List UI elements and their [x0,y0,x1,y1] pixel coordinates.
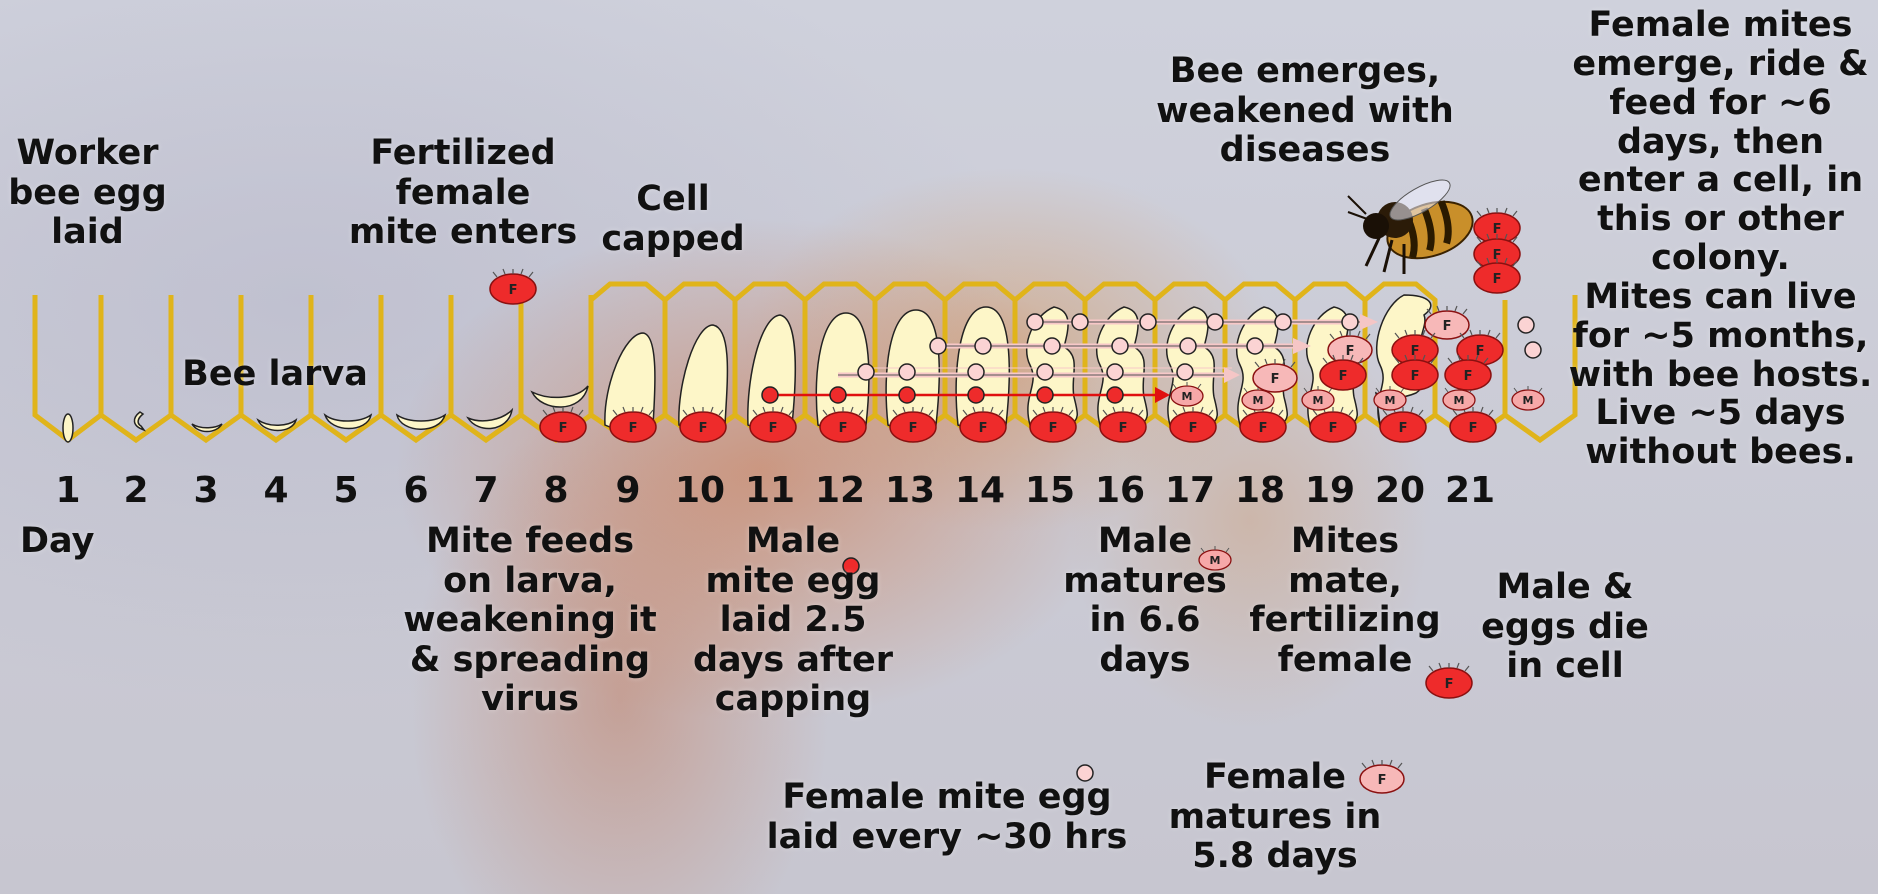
bee-egg [63,414,73,442]
day-number: 20 [1370,470,1430,511]
day-number: 18 [1230,470,1290,511]
label-bee-larva: Bee larva [180,355,370,395]
label-male-egg: Male mite egg laid 2.5 days after cappin… [683,522,903,720]
label-cell-capped: Cell capped [593,180,753,259]
label-mites-mate: Mites mate, fertilizing female [1245,522,1445,680]
day-number: 19 [1300,470,1360,511]
day-number: 14 [950,470,1010,511]
day-number: 2 [106,470,166,511]
day-number: 21 [1440,470,1500,511]
label-male-matures: Male matures in 6.6 days [1055,522,1235,680]
day-number: 12 [810,470,870,511]
label-female-matures: Female matures in 5.8 days [1140,758,1410,877]
label-male-eggs-die: Male & eggs die in cell [1470,568,1660,687]
bee-icon [1348,173,1480,274]
day-number: 10 [670,470,730,511]
label-female-mites-emerge: Female mites emerge, ride & feed for ~6 … [1563,6,1878,472]
larva-day2 [134,412,144,430]
day-number: 16 [1090,470,1150,511]
entering-female-mite [490,269,536,304]
day-number: 6 [386,470,446,511]
day-number: 11 [740,470,800,511]
label-mite-feeds: Mite feeds on larva, weakening it & spre… [400,522,660,720]
day-number: 4 [246,470,306,511]
day-number: 13 [880,470,940,511]
label-bee-emerges: Bee emerges, weakened with diseases [1155,52,1455,171]
label-day: Day [20,522,120,562]
day-number: 17 [1160,470,1220,511]
day-number: 1 [38,470,98,511]
day-number: 3 [176,470,236,511]
label-worker-egg: Worker bee egg laid [5,134,170,253]
day-number: 9 [598,470,658,511]
label-female-egg: Female mite egg laid every ~30 hrs [762,778,1132,857]
larva-day8 [532,386,588,407]
day-number: 8 [526,470,586,511]
label-fertilized-female: Fertilized female mite enters [343,134,583,253]
day-number: 15 [1020,470,1080,511]
day-number: 7 [456,470,516,511]
day-number: 5 [316,470,376,511]
